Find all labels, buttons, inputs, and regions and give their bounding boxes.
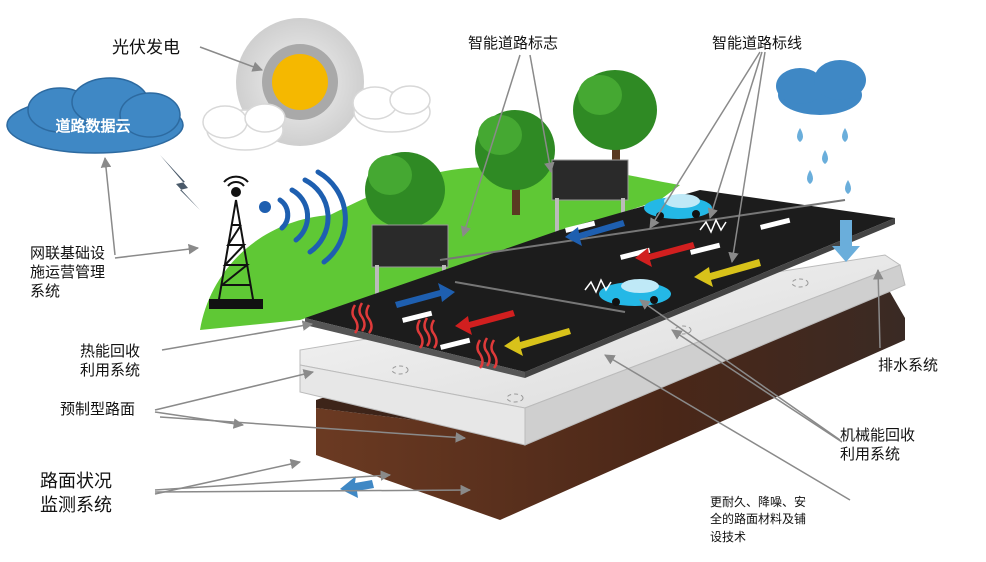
heat-wave-icon <box>351 302 498 369</box>
white-cloud-icon <box>202 85 431 151</box>
drainage-system-label: 排水系统 <box>878 356 939 374</box>
road-data-cloud-label: 道路数据云 <box>55 117 131 135</box>
mechanical-recovery-label: 机械能回收 利用系统 <box>840 426 916 463</box>
radio-tower-icon <box>209 175 263 309</box>
monitoring-system-label: 路面状况 监测系统 <box>40 471 112 517</box>
smart-road-markings-label: 智能道路标线 <box>712 34 803 52</box>
smart-road-signs-label: 智能道路标志 <box>468 34 559 52</box>
road-data-cloud-icon <box>6 77 184 154</box>
thermal-recovery-label: 热能回收 利用系统 <box>80 342 141 379</box>
prefab-pavement-label: 预制型路面 <box>60 400 136 418</box>
leader-lines <box>100 46 884 501</box>
solar-power-label: 光伏发电 <box>112 38 180 58</box>
lightning-icon <box>160 155 200 210</box>
rain-cloud-icon <box>776 60 866 194</box>
signal-waves-icon <box>259 169 348 265</box>
pavement-materials-label: 更耐久、降噪、安 全的路面材料及铺 设技术 <box>710 495 807 544</box>
infra-management-label: 网联基础设 施运营管理 系统 <box>30 244 106 300</box>
lane-arrow-icon <box>395 220 761 356</box>
outflow-arrow-icon <box>340 476 374 498</box>
car-icon <box>599 194 712 306</box>
drainage-arrow-icon <box>832 220 860 262</box>
tree-icon <box>365 70 657 250</box>
signal-zigzag-icon <box>584 218 727 294</box>
